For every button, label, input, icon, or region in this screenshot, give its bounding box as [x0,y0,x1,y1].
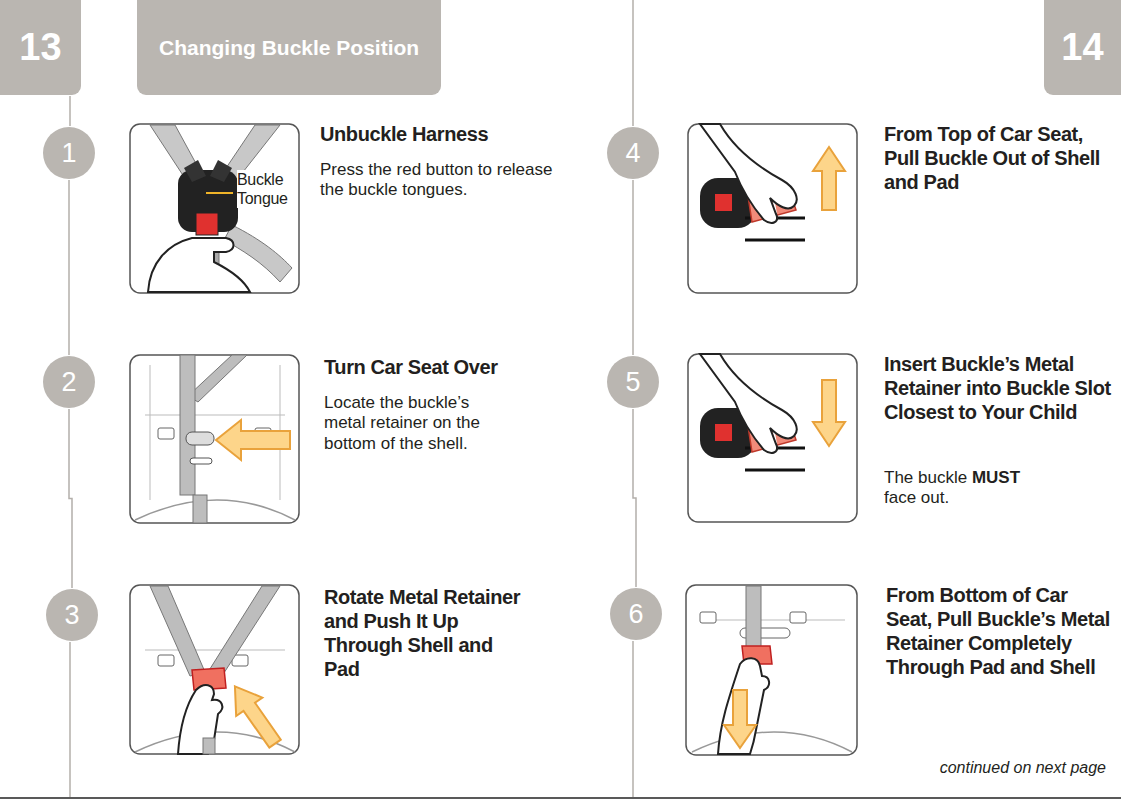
step-heading: From Top of Car Seat, Pull Buckle Out of… [884,122,1114,194]
page-number-tab: 14 [1044,0,1121,95]
title-tab: Changing Buckle Position [137,0,441,95]
step-number: 1 [61,138,76,169]
step1-illustration [130,124,299,293]
page-number: 13 [19,26,61,69]
step-heading: Unbuckle Harness [320,122,600,146]
step3-illustration [130,585,299,754]
step2-illustration [130,355,299,523]
step-number: 4 [625,138,640,169]
step-heading: From Bottom of Car Seat, Pull Buckle’s M… [886,583,1114,679]
page-rule [0,797,1121,799]
step-heading: Rotate Metal Retainer and Push It Up Thr… [324,585,529,681]
callout-label: Buckle Tongue [237,170,297,208]
step-body: Press the red button to release the buck… [320,160,555,201]
step-heading: Turn Car Seat Over [324,355,604,379]
step-body: The buckleMUST face out. [884,468,1034,509]
continued-note: continued on next page [916,758,1106,777]
step4-illustration [688,124,857,293]
step-number: 3 [64,600,79,631]
step5-illustration [688,354,857,522]
timeline-line [632,641,634,797]
step-number: 2 [61,367,76,398]
step-circle: 3 [45,588,99,642]
step-heading: Insert Buckle’s Metal Retainer into Buck… [884,352,1114,424]
step-body-text: MUST [972,468,1020,488]
page-number: 14 [1061,26,1103,69]
step6-illustration [686,585,857,755]
step-circle: 4 [606,126,660,180]
step-body-text: The buckle [884,468,967,488]
step-circle: 5 [606,355,660,409]
page-title: Changing Buckle Position [159,36,419,60]
timeline-connector [633,409,636,587]
step-body: Locate the buckle’s metal retainer on th… [324,393,514,454]
step-circle: 6 [609,587,663,641]
step-circle: 1 [42,126,96,180]
timeline-line [69,642,71,797]
step-number: 6 [628,599,643,630]
timeline-connector [69,409,72,588]
timeline-line [632,0,634,126]
step-number: 5 [625,367,640,398]
timeline-connector [632,180,634,355]
step-circle: 2 [42,355,96,409]
page-number-tab: 13 [0,0,81,95]
step-body-text: face out. [884,488,949,508]
timeline-line [69,96,71,126]
timeline-connector [68,180,70,355]
